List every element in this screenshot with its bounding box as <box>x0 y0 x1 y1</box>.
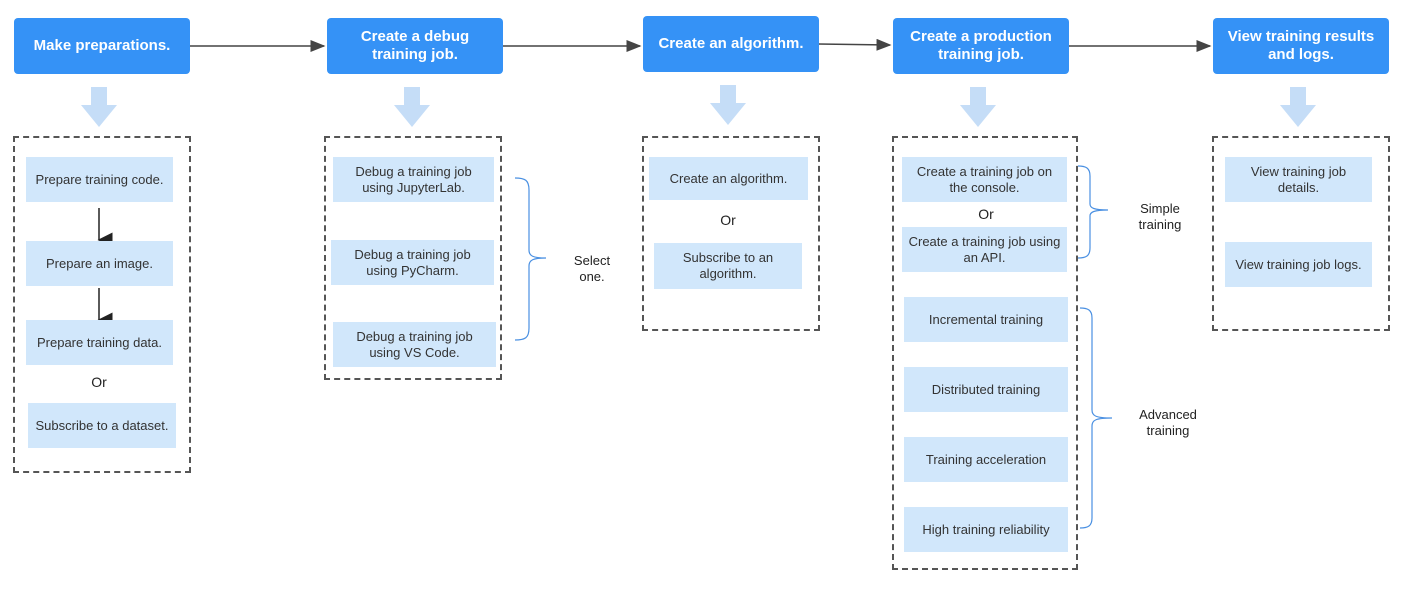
down-arrow-icon <box>960 87 996 127</box>
item-training-job-console: Create a training job on the console. <box>902 157 1067 202</box>
item-prepare-training-code: Prepare training code. <box>26 157 173 202</box>
item-debug-vscode: Debug a training job using VS Code. <box>333 322 496 367</box>
item-prepare-training-data: Prepare training data. <box>26 320 173 365</box>
down-arrow-icon <box>710 85 746 125</box>
item-subscribe-algorithm: Subscribe to an algorithm. <box>654 243 802 289</box>
stage-header-debug-training-job: Create a debug training job. <box>327 18 503 74</box>
item-prepare-image: Prepare an image. <box>26 241 173 286</box>
or-label: Or <box>91 374 107 390</box>
stage-header-create-algorithm: Create an algorithm. <box>643 16 819 72</box>
item-high-training-reliability: High training reliability <box>904 507 1068 552</box>
item-debug-pycharm: Debug a training job using PyCharm. <box>331 240 494 285</box>
item-training-acceleration: Training acceleration <box>904 437 1068 482</box>
stage-header-make-preparations: Make preparations. <box>14 18 190 74</box>
item-incremental-training: Incremental training <box>904 297 1068 342</box>
item-create-algorithm: Create an algorithm. <box>649 157 808 200</box>
stage-header-production-training-job: Create a production training job. <box>893 18 1069 74</box>
item-view-job-logs: View training job logs. <box>1225 242 1372 287</box>
down-arrow-icon <box>394 87 430 127</box>
item-subscribe-dataset: Subscribe to a dataset. <box>28 403 176 448</box>
stage-header-view-results-logs: View training results and logs. <box>1213 18 1389 74</box>
advanced-training-label: Advanced training <box>1139 407 1197 438</box>
stage-group-create-algorithm <box>642 136 820 331</box>
down-arrow-icon <box>1280 87 1316 127</box>
item-debug-jupyterlab: Debug a training job using JupyterLab. <box>333 157 494 202</box>
item-distributed-training: Distributed training <box>904 367 1068 412</box>
down-arrow-icon <box>81 87 117 127</box>
item-training-job-api: Create a training job using an API. <box>902 227 1067 272</box>
simple-training-bracket <box>1077 165 1109 259</box>
or-label: Or <box>720 212 736 228</box>
or-label: Or <box>978 206 994 222</box>
stage-group-view-results-logs <box>1212 136 1390 331</box>
stage-group-make-preparations <box>13 136 191 473</box>
item-view-job-details: View training job details. <box>1225 157 1372 202</box>
stage-group-production-training-job <box>892 136 1078 570</box>
advanced-training-bracket <box>1079 307 1113 529</box>
select-one-label: Select one. <box>573 253 611 284</box>
stage-group-debug-training-job <box>324 136 502 380</box>
select-one-bracket <box>514 177 547 341</box>
simple-training-label: Simple training <box>1138 201 1182 232</box>
flow-arrow-3-4 <box>817 38 892 51</box>
